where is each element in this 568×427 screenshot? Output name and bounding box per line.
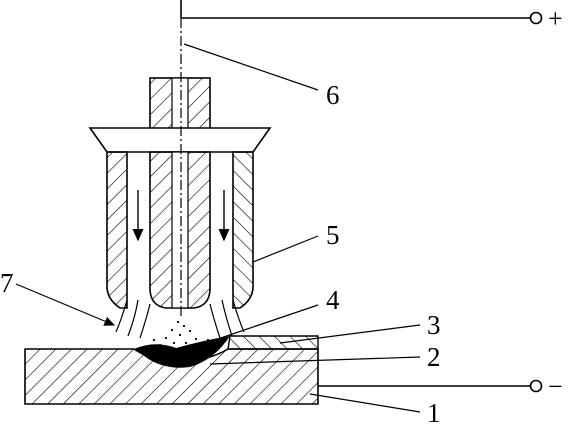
positive-lead	[180, 0, 543, 25]
negative-lead	[318, 379, 543, 393]
leader-lines	[15, 43, 421, 413]
label-3: 3	[427, 310, 441, 340]
positive-terminal-icon	[529, 11, 543, 25]
label-1: 1	[427, 398, 441, 427]
negative-terminal-icon	[529, 379, 543, 393]
label-5: 5	[326, 220, 340, 250]
positive-sign: +	[548, 4, 563, 33]
gas-streams	[115, 299, 245, 339]
surface-layer	[227, 335, 319, 350]
electrode-body	[149, 151, 211, 309]
outer-nozzle	[106, 151, 254, 309]
negative-sign: −	[548, 372, 563, 401]
label-6: 6	[326, 80, 340, 110]
weld-pool	[134, 336, 230, 368]
electrode-collet	[149, 77, 211, 131]
label-7: 7	[0, 268, 14, 298]
label-4: 4	[326, 285, 340, 315]
gas-flow-arrows	[132, 190, 230, 242]
label-2: 2	[427, 342, 441, 372]
nozzle-flange	[88, 127, 272, 153]
